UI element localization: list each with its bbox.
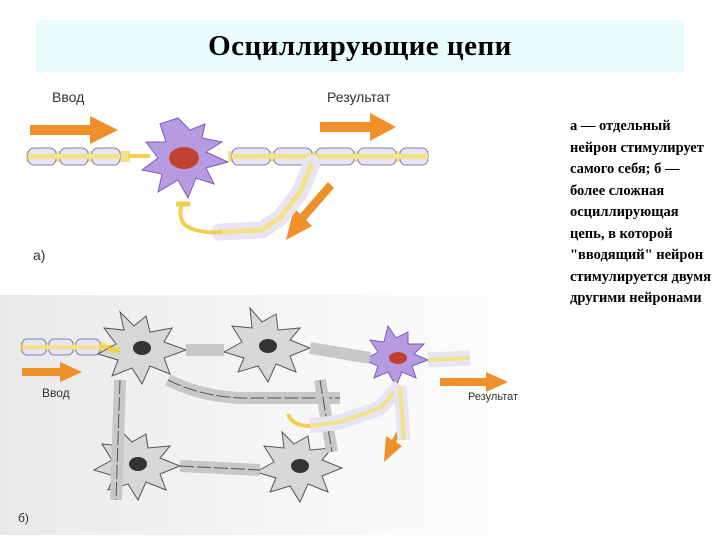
panel-b-output-label: Результат [468,391,518,403]
panel-b: Ввод Результат б) [0,295,565,535]
figure-caption: а — отдельный нейрон стимулирует самого … [570,116,715,310]
panel-b-label: б) [18,511,29,525]
nucleus-a [169,147,199,169]
oscillating-circuits-figure: Ввод Результат а) [0,80,565,535]
panel-a-input-label: Ввод [52,89,84,105]
page-title: Осциллирующие цепи [208,30,512,63]
panel-b-input-label: Ввод [42,386,70,400]
panel-a-output-label: Результат [327,89,391,105]
title-bar: Осциллирующие цепи [36,20,684,72]
panel-a: Ввод Результат а) [18,82,548,277]
panel-a-label: а) [33,247,45,263]
